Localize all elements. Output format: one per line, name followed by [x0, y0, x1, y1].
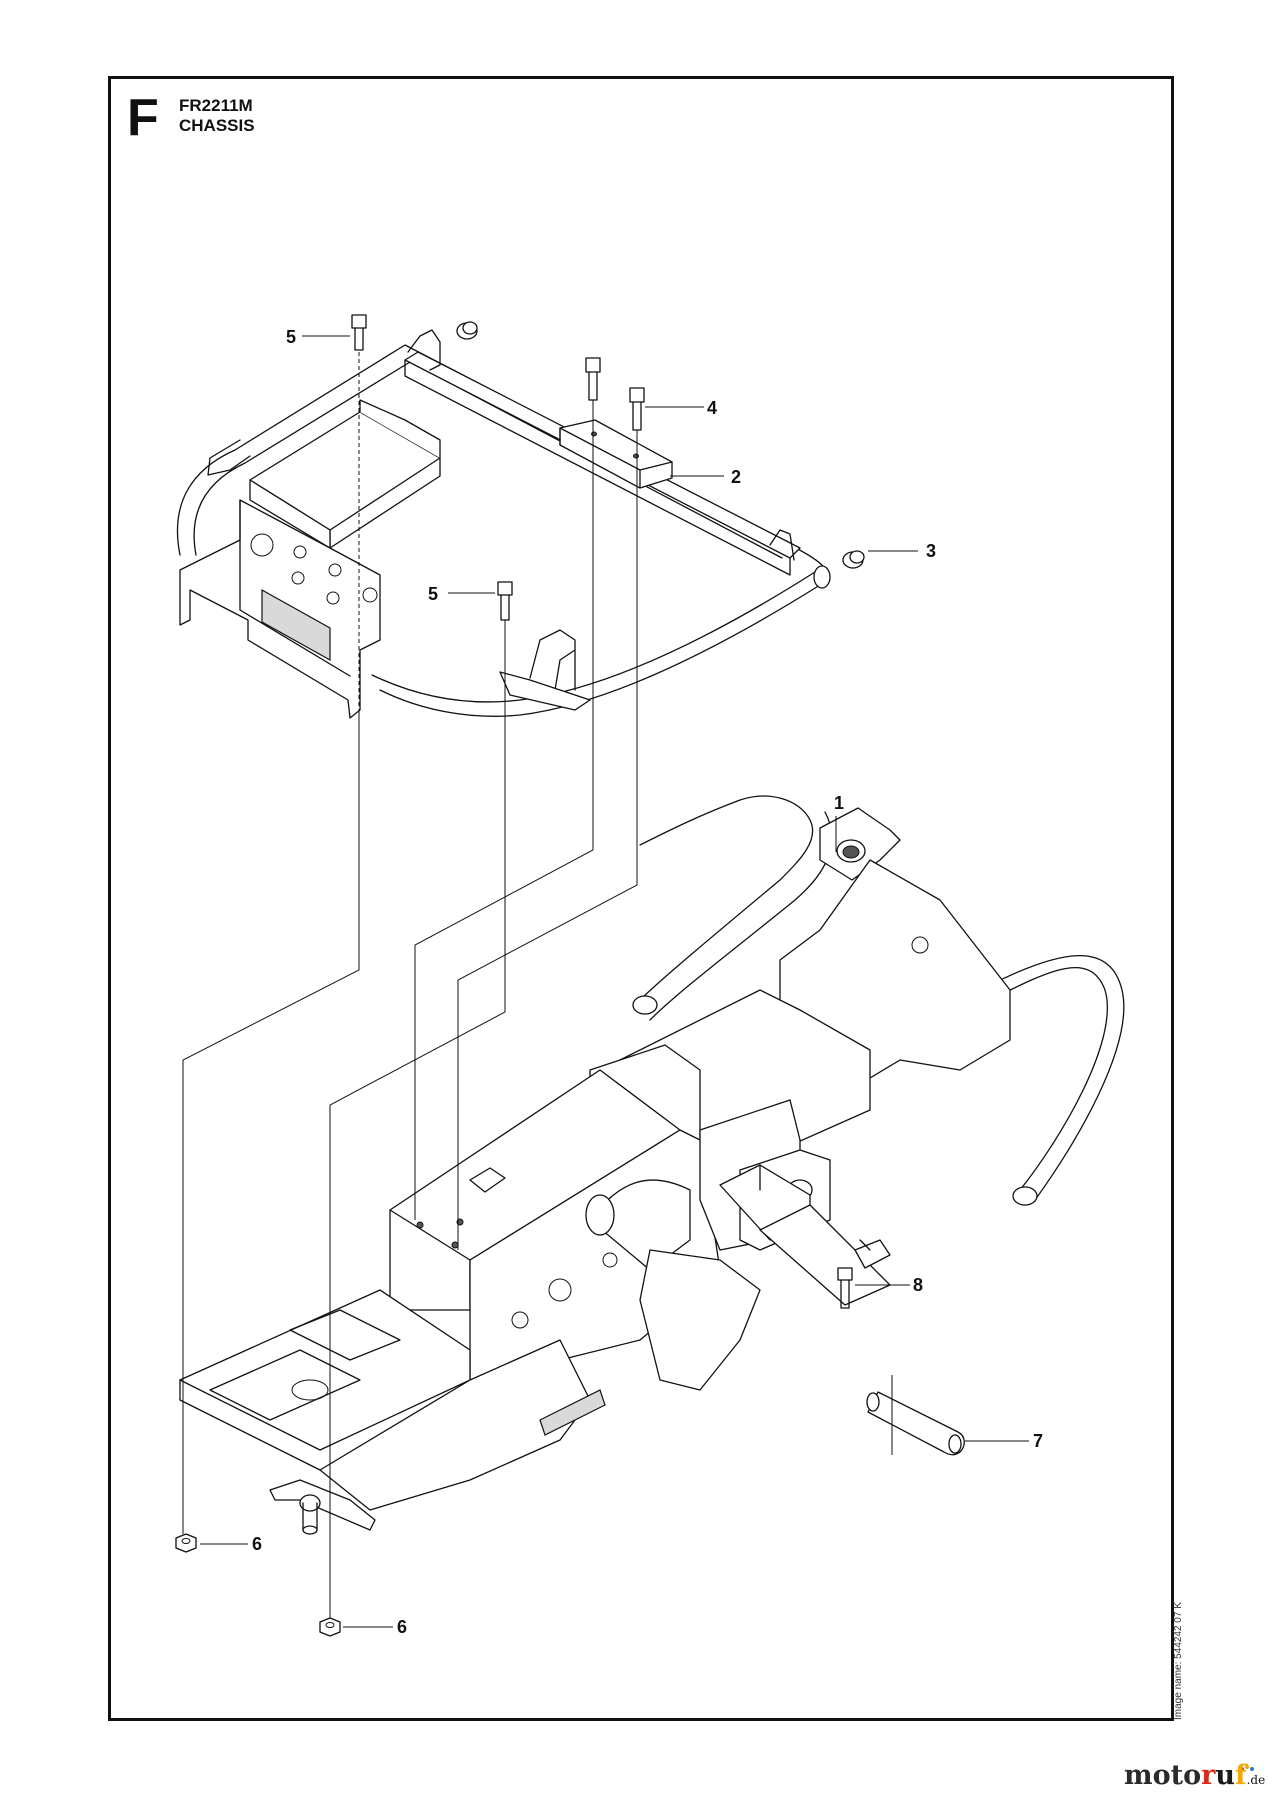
image-name-label: Image name: 544242 07 K — [1173, 1602, 1184, 1720]
watermark-letter: m — [1124, 1760, 1153, 1791]
watermark-tld: .de — [1246, 1773, 1266, 1787]
callout-6-nut-b: 6 — [397, 1617, 408, 1637]
callout-leaders — [200, 335, 1029, 1628]
callout-7-axle-pin: 7 — [1033, 1431, 1044, 1451]
seat-hook-clips — [407, 329, 795, 711]
model-number: FR2211M — [179, 96, 253, 115]
callout-6-nut-a: 6 — [252, 1534, 263, 1554]
bolt-8 — [837, 1267, 853, 1309]
callout-4-bolt: 4 — [707, 398, 718, 418]
section-letter: F — [127, 89, 159, 147]
watermark-letter: t — [1170, 1760, 1184, 1791]
watermark-logo: motoruf.de — [1124, 1762, 1265, 1789]
main-chassis-frame — [179, 795, 1125, 1535]
watermark-logo-icon — [1240, 1765, 1254, 1771]
page-title: CHASSIS — [179, 116, 255, 135]
bolt-4-b — [629, 387, 645, 431]
drawing-border — [108, 76, 1174, 1721]
seat-support-bar — [404, 351, 801, 576]
callout-3-knob: 3 — [926, 541, 937, 561]
callout-5-bolt-upper: 5 — [286, 327, 297, 347]
callout-8-bolt: 8 — [913, 1275, 924, 1295]
callout-1-frame: 1 — [834, 793, 845, 813]
nut-6-a — [175, 1533, 197, 1553]
assembly-guide-lines — [182, 352, 893, 1618]
rubber-knob — [456, 321, 865, 569]
watermark-letter: r — [1201, 1760, 1216, 1791]
watermark-letter: u — [1215, 1760, 1235, 1791]
bolt-5-upper — [351, 314, 367, 351]
watermark-letter: f — [1234, 1760, 1247, 1791]
title-block: FR2211M CHASSIS — [179, 96, 255, 136]
watermark-brand: motoruf — [1124, 1760, 1247, 1791]
seat-mounting-bracket — [179, 399, 441, 719]
callout-5-bolt-middle: 5 — [428, 584, 439, 604]
watermark-letter: o — [1183, 1760, 1202, 1791]
callout-2-support-bar: 2 — [731, 467, 742, 487]
watermark-letter: o — [1152, 1760, 1171, 1791]
